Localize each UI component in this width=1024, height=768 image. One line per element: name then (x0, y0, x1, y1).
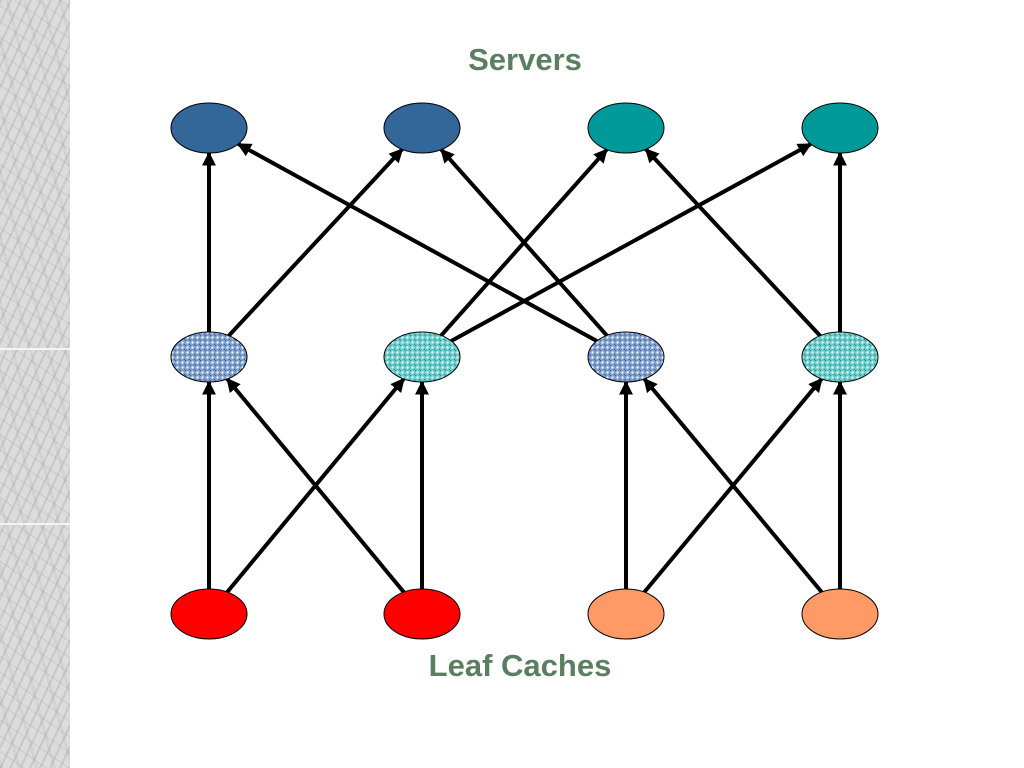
arrow-m1-to-s2 (227, 147, 404, 338)
server-node-3 (587, 102, 665, 154)
leaf-cache-node-2 (383, 588, 461, 640)
intermediate-cache-node-3 (587, 331, 665, 383)
arrow-l2-to-m1 (225, 377, 406, 594)
arrow-m4-to-s3 (644, 147, 822, 338)
server-node-2 (383, 102, 461, 154)
server-node-4 (801, 102, 879, 154)
leaf-cache-node-1 (170, 588, 248, 640)
leaf-caches-label: Leaf Caches (428, 648, 612, 683)
arrow-m3-to-s2 (439, 148, 609, 337)
marble-sidebar-decoration (0, 0, 70, 768)
intermediate-cache-node-1 (170, 331, 248, 383)
arrow-l4-to-m3 (642, 377, 824, 594)
arrow-m2-to-s4 (450, 142, 813, 343)
arrow-m3-to-s1 (236, 142, 598, 343)
server-node-1 (170, 102, 248, 154)
servers-label: Servers (468, 42, 582, 77)
leaf-cache-node-3 (587, 588, 665, 640)
intermediate-cache-node-4 (801, 331, 879, 383)
leaf-cache-node-4 (801, 588, 879, 640)
intermediate-cache-node-2 (383, 331, 461, 383)
